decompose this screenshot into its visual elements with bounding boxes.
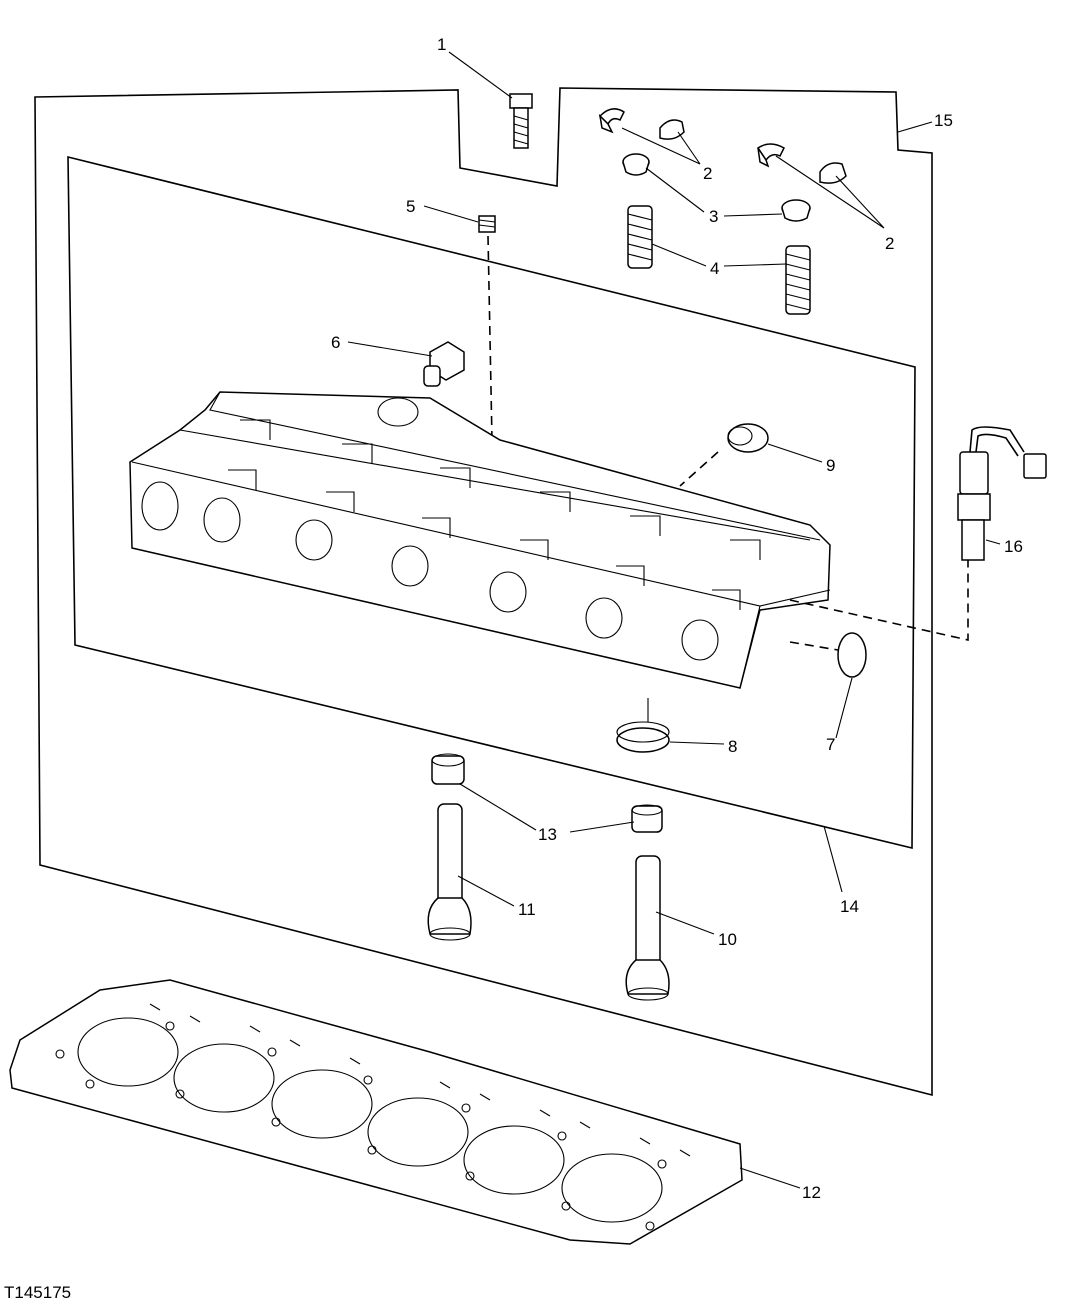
callout-label-12: 12 — [802, 1183, 821, 1202]
callout-label-5: 5 — [406, 197, 415, 216]
sender-fitting-part — [423, 341, 465, 387]
insert-ring-part — [616, 698, 670, 753]
sleeve-part — [679, 423, 769, 487]
sensor-dashed-path — [789, 560, 969, 641]
outer-kit-outline — [34, 87, 933, 1097]
callout-label-4: 4 — [710, 259, 719, 278]
figure-id: T145175 — [4, 1283, 71, 1302]
sensor-part — [957, 426, 1047, 561]
callout-label-7: 7 — [826, 735, 835, 754]
spring-retainer-parts — [622, 153, 811, 222]
callout-label-13: 13 — [538, 825, 557, 844]
valve-guide-parts — [427, 803, 670, 1001]
callout-label-1: 1 — [437, 35, 446, 54]
callout-label-16: 16 — [1004, 537, 1023, 556]
valve-spring-parts — [627, 205, 811, 315]
callout-label-6: 6 — [331, 333, 340, 352]
callout-label-8: 8 — [728, 737, 737, 756]
leader-lines — [347, 51, 1001, 1189]
callout-label-3: 3 — [709, 207, 718, 226]
callout-label-15: 15 — [934, 111, 953, 130]
cap-screw-part — [509, 93, 533, 149]
callout-label-2b: 2 — [885, 234, 894, 253]
callout-label-9: 9 — [826, 456, 835, 475]
callout-label-11: 11 — [518, 900, 536, 919]
inner-kit-outline — [67, 155, 916, 850]
callout-label-14: 14 — [840, 897, 859, 916]
valve-stem-seal-parts — [431, 753, 663, 833]
callout-label-10: 10 — [718, 930, 737, 949]
expansion-plug-part — [789, 632, 867, 678]
valve-keeper-parts — [598, 108, 847, 184]
head-gasket-part — [9, 979, 743, 1245]
cylinder-head-part — [129, 391, 831, 689]
plug-part — [478, 215, 496, 441]
callout-label-2a: 2 — [703, 164, 712, 183]
